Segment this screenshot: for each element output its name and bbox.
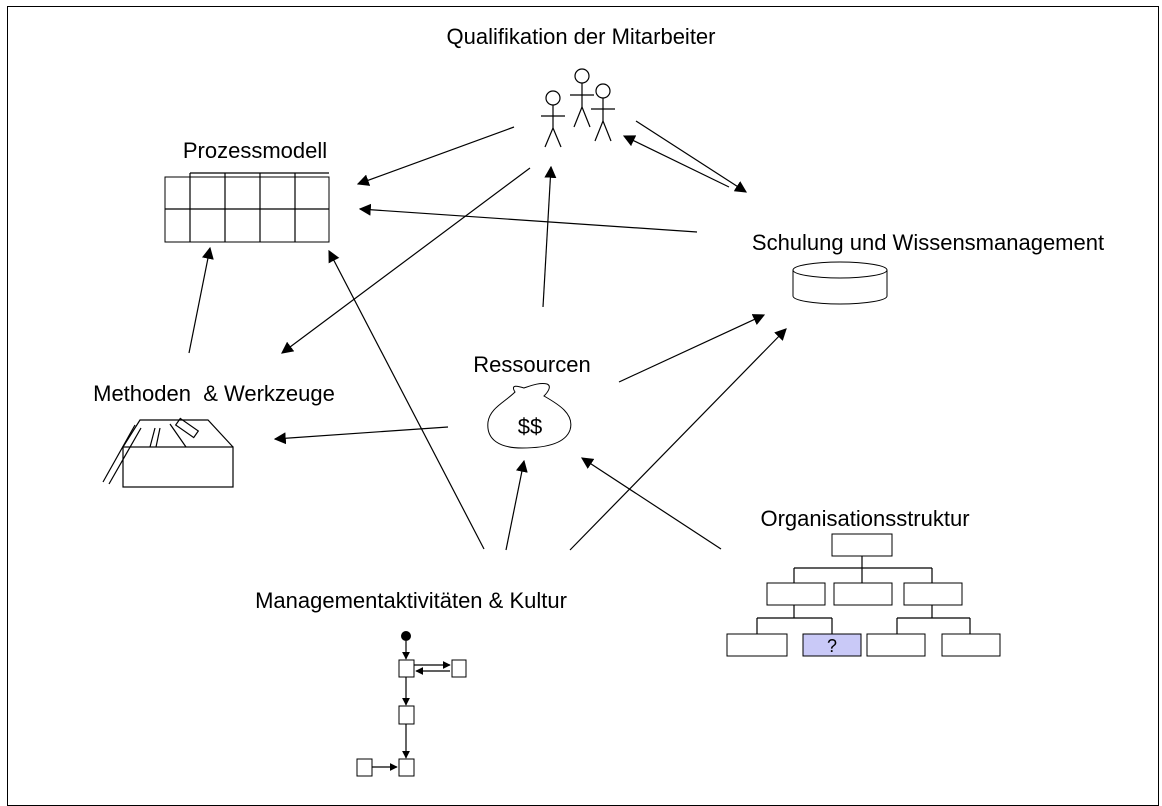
arrow-ressourcen-to-schulung (618, 314, 766, 383)
arrow-qualifikation-to-prozessmodell (356, 126, 515, 186)
arrows (188, 120, 787, 551)
org-chart-icon: ? (726, 533, 1001, 657)
node-management: Managementaktivitäten & Kultur (255, 588, 567, 613)
arrow-ressourcen-to-methoden (273, 426, 449, 445)
money-label: $$ (518, 414, 542, 439)
arrow-methoden-to-prozessmodell (188, 246, 214, 354)
node-qualifikation: Qualifikation der Mitarbeiter (446, 24, 715, 49)
people-icon (541, 68, 615, 148)
arrow-qualifikation-to-methoden (281, 167, 531, 354)
money-bag-icon: $$ (487, 383, 572, 449)
arrow-qualifikation-to-schulung (635, 120, 748, 193)
arrow-management-to-schulung (569, 328, 787, 551)
arrow-schulung-to-qualifikation (622, 135, 730, 188)
arrow-management-to-prozessmodell (328, 249, 485, 550)
arrow-management-to-ressourcen (505, 459, 528, 551)
toolbox-icon (102, 417, 234, 488)
arrow-organisation-to-ressourcen (580, 457, 722, 550)
process-grid-icon (164, 172, 330, 243)
node-organisation: Organisationsstruktur (760, 506, 969, 531)
database-icon (792, 261, 888, 305)
node-prozessmodell: Prozessmodell (183, 138, 327, 163)
unknown-unit-box (802, 633, 862, 657)
flow-icon (356, 631, 467, 777)
arrow-ressourcen-to-qualifikation (542, 165, 557, 308)
node-ressourcen: Ressourcen (473, 352, 590, 377)
node-schulung: Schulung und Wissensmanagement (752, 230, 1104, 255)
node-methoden: Methoden & Werkzeuge (93, 381, 335, 406)
arrow-schulung-to-prozessmodell (358, 203, 698, 233)
unknown-label: ? (827, 636, 837, 656)
